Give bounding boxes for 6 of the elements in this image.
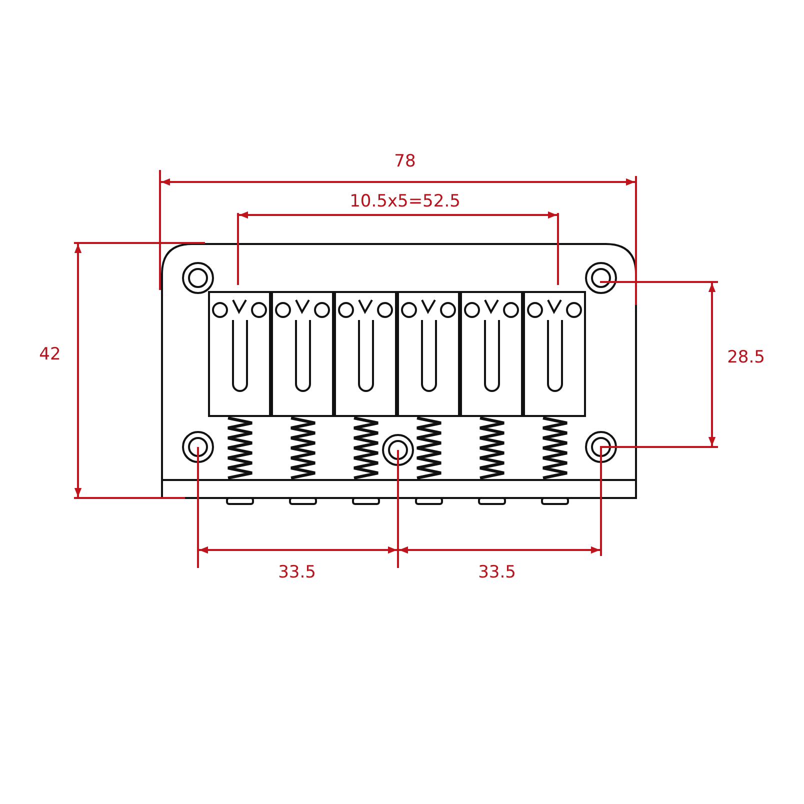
dimension-label: 78 xyxy=(394,154,416,170)
dimension-label: 33.5 xyxy=(278,564,316,582)
dimension-label: 10.5x5=52.5 xyxy=(350,194,460,210)
dimension-label: 42 xyxy=(39,346,61,364)
dimension-label: 33.5 xyxy=(478,564,516,582)
dimension-label: 28.5 xyxy=(727,350,765,366)
